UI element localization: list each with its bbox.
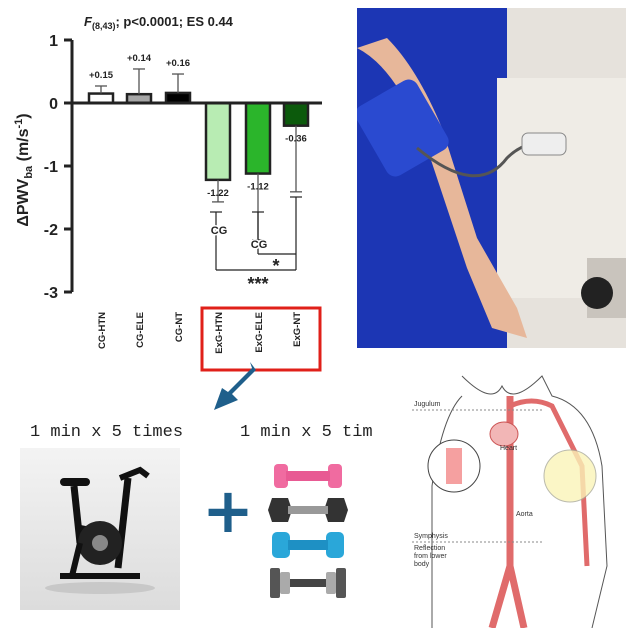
title-rest: ; p<0.0001; ES 0.44 (115, 14, 233, 29)
label-reflection: Reflection from lower body (414, 545, 449, 568)
value-label: +0.14 (127, 53, 152, 64)
bar-exg-ele (244, 101, 272, 175)
label-reflection-2: from lower (414, 553, 447, 560)
label-jugulum: Jugulum (414, 401, 441, 408)
caption-right: 1 min x 5 tim (240, 423, 373, 442)
value-label: +0.15 (89, 70, 114, 81)
annotation-three-stars: *** (247, 274, 268, 294)
bp-cuff-photo (357, 8, 626, 348)
significance-brackets (210, 196, 302, 271)
x-tick-label: CG-HTN (97, 312, 108, 349)
x-tick-label: ExG-HTN (214, 312, 225, 354)
bar-exg-nt (282, 101, 310, 127)
annotation-cg-2: CG (251, 239, 268, 251)
caption-left: 1 min x 5 times (30, 423, 184, 442)
x-tick-label: CG-ELE (135, 312, 146, 348)
label-reflection-1: Reflection (414, 545, 445, 552)
label-heart: Heart (500, 445, 517, 452)
bar-cg-nt (164, 91, 192, 105)
arm-cuff-icon (357, 8, 626, 348)
arrow-icon (214, 362, 256, 410)
chart-title: F(8,43); p<0.0001; ES 0.44 (84, 14, 234, 31)
dumbbells-icon (268, 464, 348, 598)
y-tick-label: 1 (49, 33, 58, 50)
x-tick-label: CG-NT (174, 312, 185, 342)
label-aorta: Aorta (516, 511, 533, 518)
exercise-bike-image (20, 448, 180, 610)
label-reflection-3: body (414, 561, 430, 568)
title-f: F (84, 14, 93, 29)
bar-exg-htn (204, 101, 232, 182)
x-tick-label: ExG-ELE (254, 312, 265, 353)
arterial-anatomy-diagram: Jugulum Heart Aorta Symphysis Reflection… (392, 366, 628, 628)
value-label: +0.16 (166, 58, 190, 69)
value-label: -1.22 (207, 188, 229, 199)
x-tick-label: ExG-NT (292, 312, 303, 347)
y-tick-label: 0 (49, 96, 58, 113)
y-tick-label: -2 (44, 222, 58, 239)
annotation-star: * (272, 256, 279, 276)
value-label: -0.36 (285, 134, 307, 145)
y-axis-label: ΔPWVba (m/s-1) (13, 113, 35, 226)
label-symphysis: Symphysis (414, 533, 448, 540)
title-sub: (8,43) (92, 21, 116, 31)
y-tick-label: -1 (44, 159, 58, 176)
value-label: -1.12 (247, 182, 269, 193)
annotation-cg-1: CG (211, 225, 228, 237)
exg-highlight-box (200, 306, 322, 372)
pwv-bar-chart: F(8,43); p<0.0001; ES 0.44 ΔPWVba (m/s-1… (13, 14, 322, 372)
bike-icon (45, 466, 155, 594)
plus-icon: + (202, 474, 254, 547)
y-tick-label: -3 (44, 285, 58, 302)
